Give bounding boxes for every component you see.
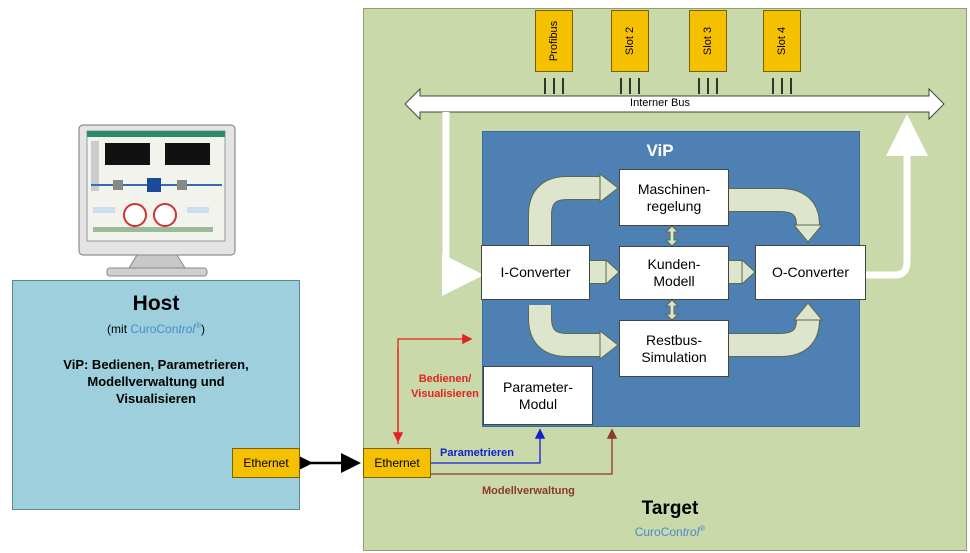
kundenmodell-block: Kunden- Modell [619, 246, 729, 300]
monitor-illustration [77, 123, 237, 283]
slot-4: Slot 4 [763, 10, 801, 72]
block-label: Simulation [641, 348, 707, 365]
brand-name-regular: CuroCon [130, 322, 179, 336]
host-subtitle: (mit CuroControl®) [12, 321, 300, 336]
bedienen-label-line: Bedienen/ [418, 373, 472, 385]
block-label: O-Converter [771, 264, 850, 281]
brand-name-regular: CuroCon [634, 525, 683, 539]
parameter-modul-block: Parameter- Modul [483, 366, 593, 425]
slot-3: Slot 3 [689, 10, 727, 72]
vip-flow-arrows-fill [529, 177, 819, 356]
host-title: Host [132, 292, 180, 315]
monitor-icon [78, 124, 236, 277]
internal-bus-label: Interner Bus [630, 97, 690, 109]
internal-bus-arrow [404, 87, 945, 121]
brand-name-italic: trol [178, 322, 196, 336]
block-label: Kunden- [647, 256, 701, 273]
target-ethernet-box: Ethernet [363, 448, 431, 478]
maschinenregelung-block: Maschinen- regelung [619, 169, 729, 226]
bedienen-label-line: Visualisieren [411, 388, 479, 400]
bus-to-iconverter-arrow [442, 112, 484, 296]
block-label: Parameter- [502, 378, 574, 395]
vip-title: ViP [646, 141, 674, 160]
host-description-line: Visualisieren [116, 391, 196, 406]
brand-name-italic: trol [682, 525, 700, 539]
block-label: Modell [653, 273, 695, 289]
i-converter-block: I-Converter [481, 245, 590, 300]
target-brand: CuroControl® [600, 524, 740, 539]
slot-profibus: Profibus [535, 10, 573, 72]
block-label: Maschinen- [637, 180, 711, 197]
bedienen-label: Bedienen/ Visualisieren [405, 372, 485, 402]
ethernet-label: Ethernet [374, 456, 420, 470]
host-ethernet-box: Ethernet [232, 448, 300, 478]
registered-mark: ® [195, 321, 201, 330]
host-subtitle-suffix: ) [200, 322, 205, 336]
block-label: Restbus- [645, 331, 703, 348]
parametrieren-label: Parametrieren [440, 447, 514, 459]
oconverter-to-bus-arrow [866, 114, 928, 279]
block-label: Modul [518, 395, 558, 412]
vip-flow-arrowheads [599, 172, 824, 361]
ethernet-label: Ethernet [243, 456, 289, 470]
modellverwaltung-arrow [431, 428, 618, 475]
registered-mark: ® [699, 524, 706, 533]
target-title: Target [641, 498, 699, 519]
parametrieren-arrow [431, 428, 546, 464]
block-label: I-Converter [500, 264, 571, 281]
restbus-simulation-block: Restbus- Simulation [619, 320, 729, 377]
o-converter-block: O-Converter [755, 245, 866, 300]
modellverwaltung-label: Modellverwaltung [482, 485, 575, 497]
host-description: ViP: Bedienen, Parametrieren, Modellverw… [12, 356, 300, 407]
host-description-line: ViP: Bedienen, Parametrieren, [63, 357, 249, 372]
block-label: regelung [646, 197, 702, 214]
slot-2: Slot 2 [611, 10, 649, 72]
slot-connectors [544, 78, 792, 94]
host-subtitle-prefix: (mit [107, 322, 131, 336]
host-description-line: Modellverwaltung und [87, 374, 225, 389]
